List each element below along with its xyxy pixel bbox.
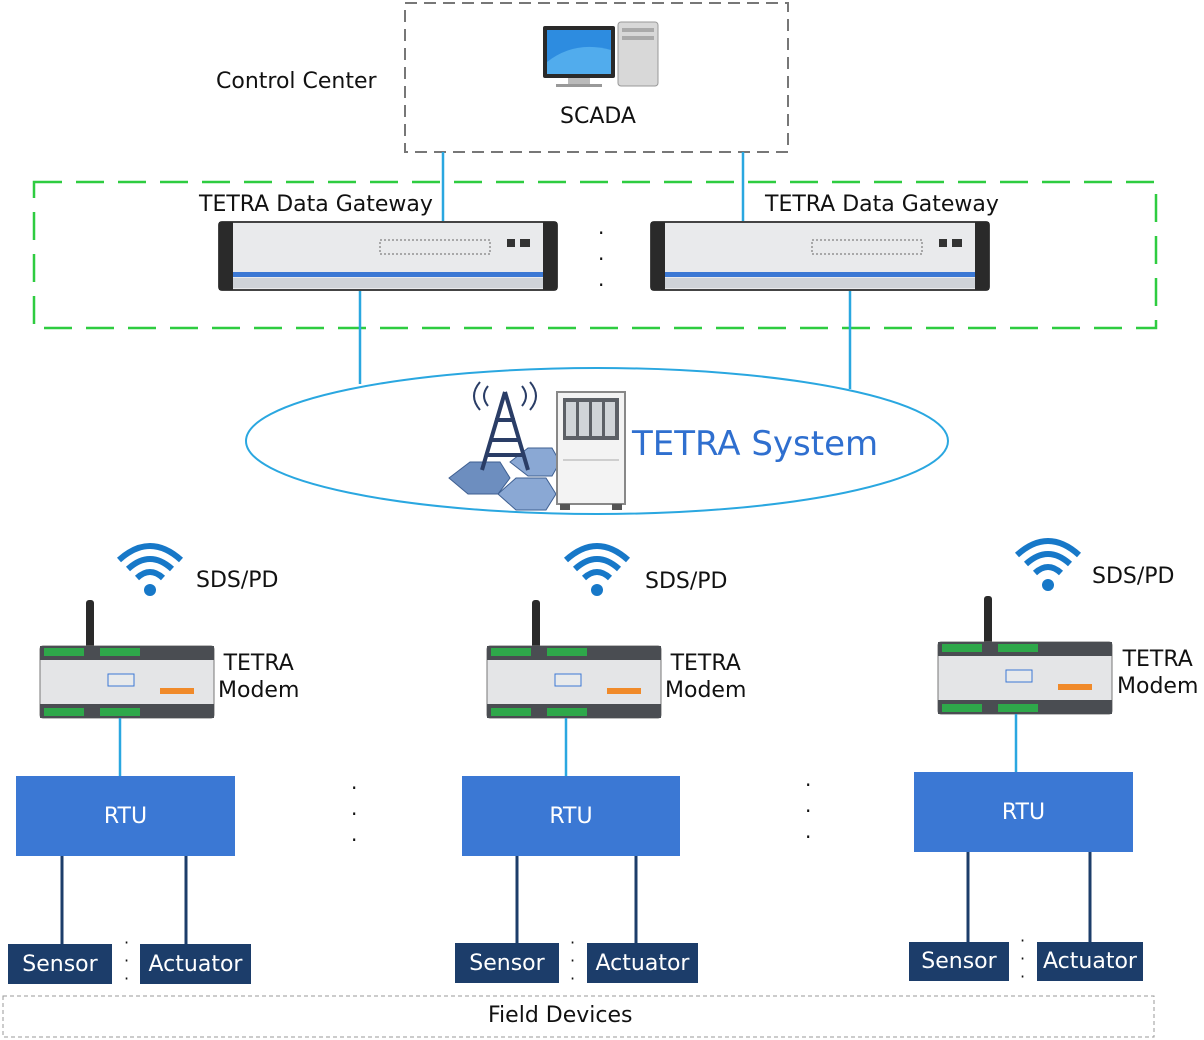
actuator-box-3: Actuator [1037, 942, 1143, 981]
tetra-modem-3 [937, 596, 1113, 715]
rtu-box-3: RTU [914, 772, 1133, 852]
tetra-modem-label-1: TETRA Modem [218, 650, 299, 704]
tetra-system-label: TETRA System [632, 424, 879, 464]
field-devices-label: Field Devices [488, 1003, 633, 1028]
device-separator-2: ··· [570, 933, 576, 988]
modem-line1: TETRA [670, 651, 741, 676]
site-3-graphics [937, 538, 1113, 942]
modem-line2: Modem [1117, 674, 1199, 699]
sensor-box-3: Sensor [909, 942, 1009, 981]
wireless-icon-2 [563, 543, 631, 596]
gateway-1-label: TETRA Data Gateway [199, 192, 433, 217]
site-2-graphics [486, 543, 662, 944]
scada-computer-icon [543, 21, 659, 87]
site-ellipsis-2: ··· [805, 773, 812, 849]
gateway-server-2 [650, 221, 990, 291]
sds-pd-label-3: SDS/PD [1092, 564, 1175, 589]
sds-pd-label-1: SDS/PD [196, 568, 279, 593]
rtu-box-1: RTU [16, 776, 235, 856]
gateway-2-label: TETRA Data Gateway [765, 192, 999, 217]
actuator-box-1: Actuator [140, 944, 251, 984]
modem-line1: TETRA [1122, 647, 1193, 672]
site-1-graphics [39, 543, 215, 944]
tetra-modem-2 [486, 600, 662, 719]
site-ellipsis-1: ··· [351, 776, 358, 852]
tetra-system-ellipse [245, 367, 949, 515]
base-station-rack [556, 391, 626, 510]
device-separator-1: ··· [124, 933, 130, 988]
gateway-server-1 [218, 221, 558, 291]
modem-line2: Modem [218, 678, 300, 703]
sensor-box-2: Sensor [455, 943, 559, 983]
device-separator-3: ··· [1020, 931, 1026, 986]
field-devices-box [2, 995, 1155, 1038]
wireless-icon-3 [1014, 538, 1082, 591]
control-center-label: Control Center [216, 69, 377, 94]
rtu-box-2: RTU [462, 776, 680, 856]
gateway-ellipsis: ··· [598, 221, 605, 297]
tetra-tower-icon [448, 381, 561, 511]
sensor-box-1: Sensor [8, 944, 112, 984]
tetra-modem-label-3: TETRA Modem [1117, 646, 1198, 700]
modem-line2: Modem [665, 678, 747, 703]
sds-pd-label-2: SDS/PD [645, 569, 728, 594]
tetra-modem-1 [39, 600, 215, 719]
actuator-box-2: Actuator [587, 943, 698, 983]
control-center-box [404, 2, 789, 153]
scada-label: SCADA [560, 104, 636, 129]
gateway-group-box [32, 180, 1158, 330]
modem-line1: TETRA [223, 651, 294, 676]
wireless-icon-1 [116, 543, 184, 596]
tetra-modem-label-2: TETRA Modem [665, 650, 746, 704]
